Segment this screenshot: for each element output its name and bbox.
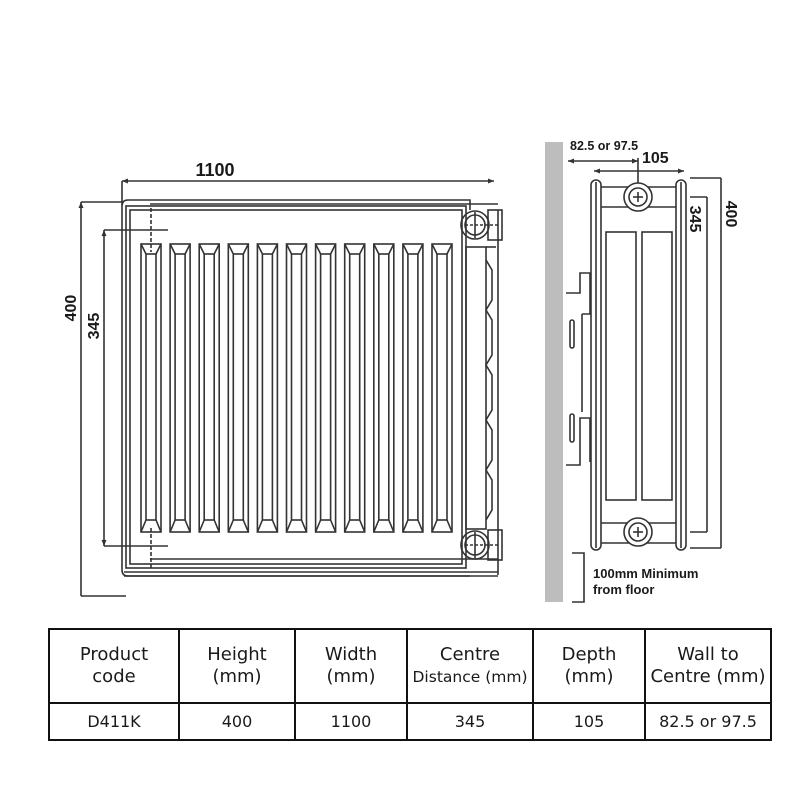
cell-product-code: D411K <box>48 702 180 741</box>
table-row: D411K 400 1100 345 105 82.5 or 97.5 <box>48 702 772 741</box>
depth-label: 105 <box>642 150 669 167</box>
valve-connections <box>460 209 503 575</box>
wall <box>545 142 563 602</box>
side-centre-label: 345 <box>686 206 703 233</box>
side-view <box>545 142 722 603</box>
floor-note-line1: 100mm Minimum <box>593 566 698 581</box>
radiator-technical-drawing: 1100 400 345 82.5 or 97.5 105 400 345 10… <box>63 139 739 603</box>
header-height: Height(mm) <box>178 628 296 704</box>
front-view <box>78 178 503 597</box>
cell-depth: 105 <box>532 702 646 741</box>
cell-centre-distance: 345 <box>406 702 534 741</box>
front-centre-label: 345 <box>86 313 103 340</box>
wall-to-centre-label: 82.5 or 97.5 <box>570 139 638 153</box>
header-width: Width(mm) <box>294 628 408 704</box>
cell-height: 400 <box>178 702 296 741</box>
side-height-label: 400 <box>722 201 739 228</box>
floor-note-line2: from floor <box>593 582 654 597</box>
cell-width: 1100 <box>294 702 408 741</box>
convector-fins <box>140 243 453 533</box>
cell-wall-to-centre: 82.5 or 97.5 <box>644 702 772 741</box>
front-height-label: 400 <box>63 295 80 322</box>
front-width-label: 1100 <box>195 160 234 180</box>
header-depth: Depth(mm) <box>532 628 646 704</box>
